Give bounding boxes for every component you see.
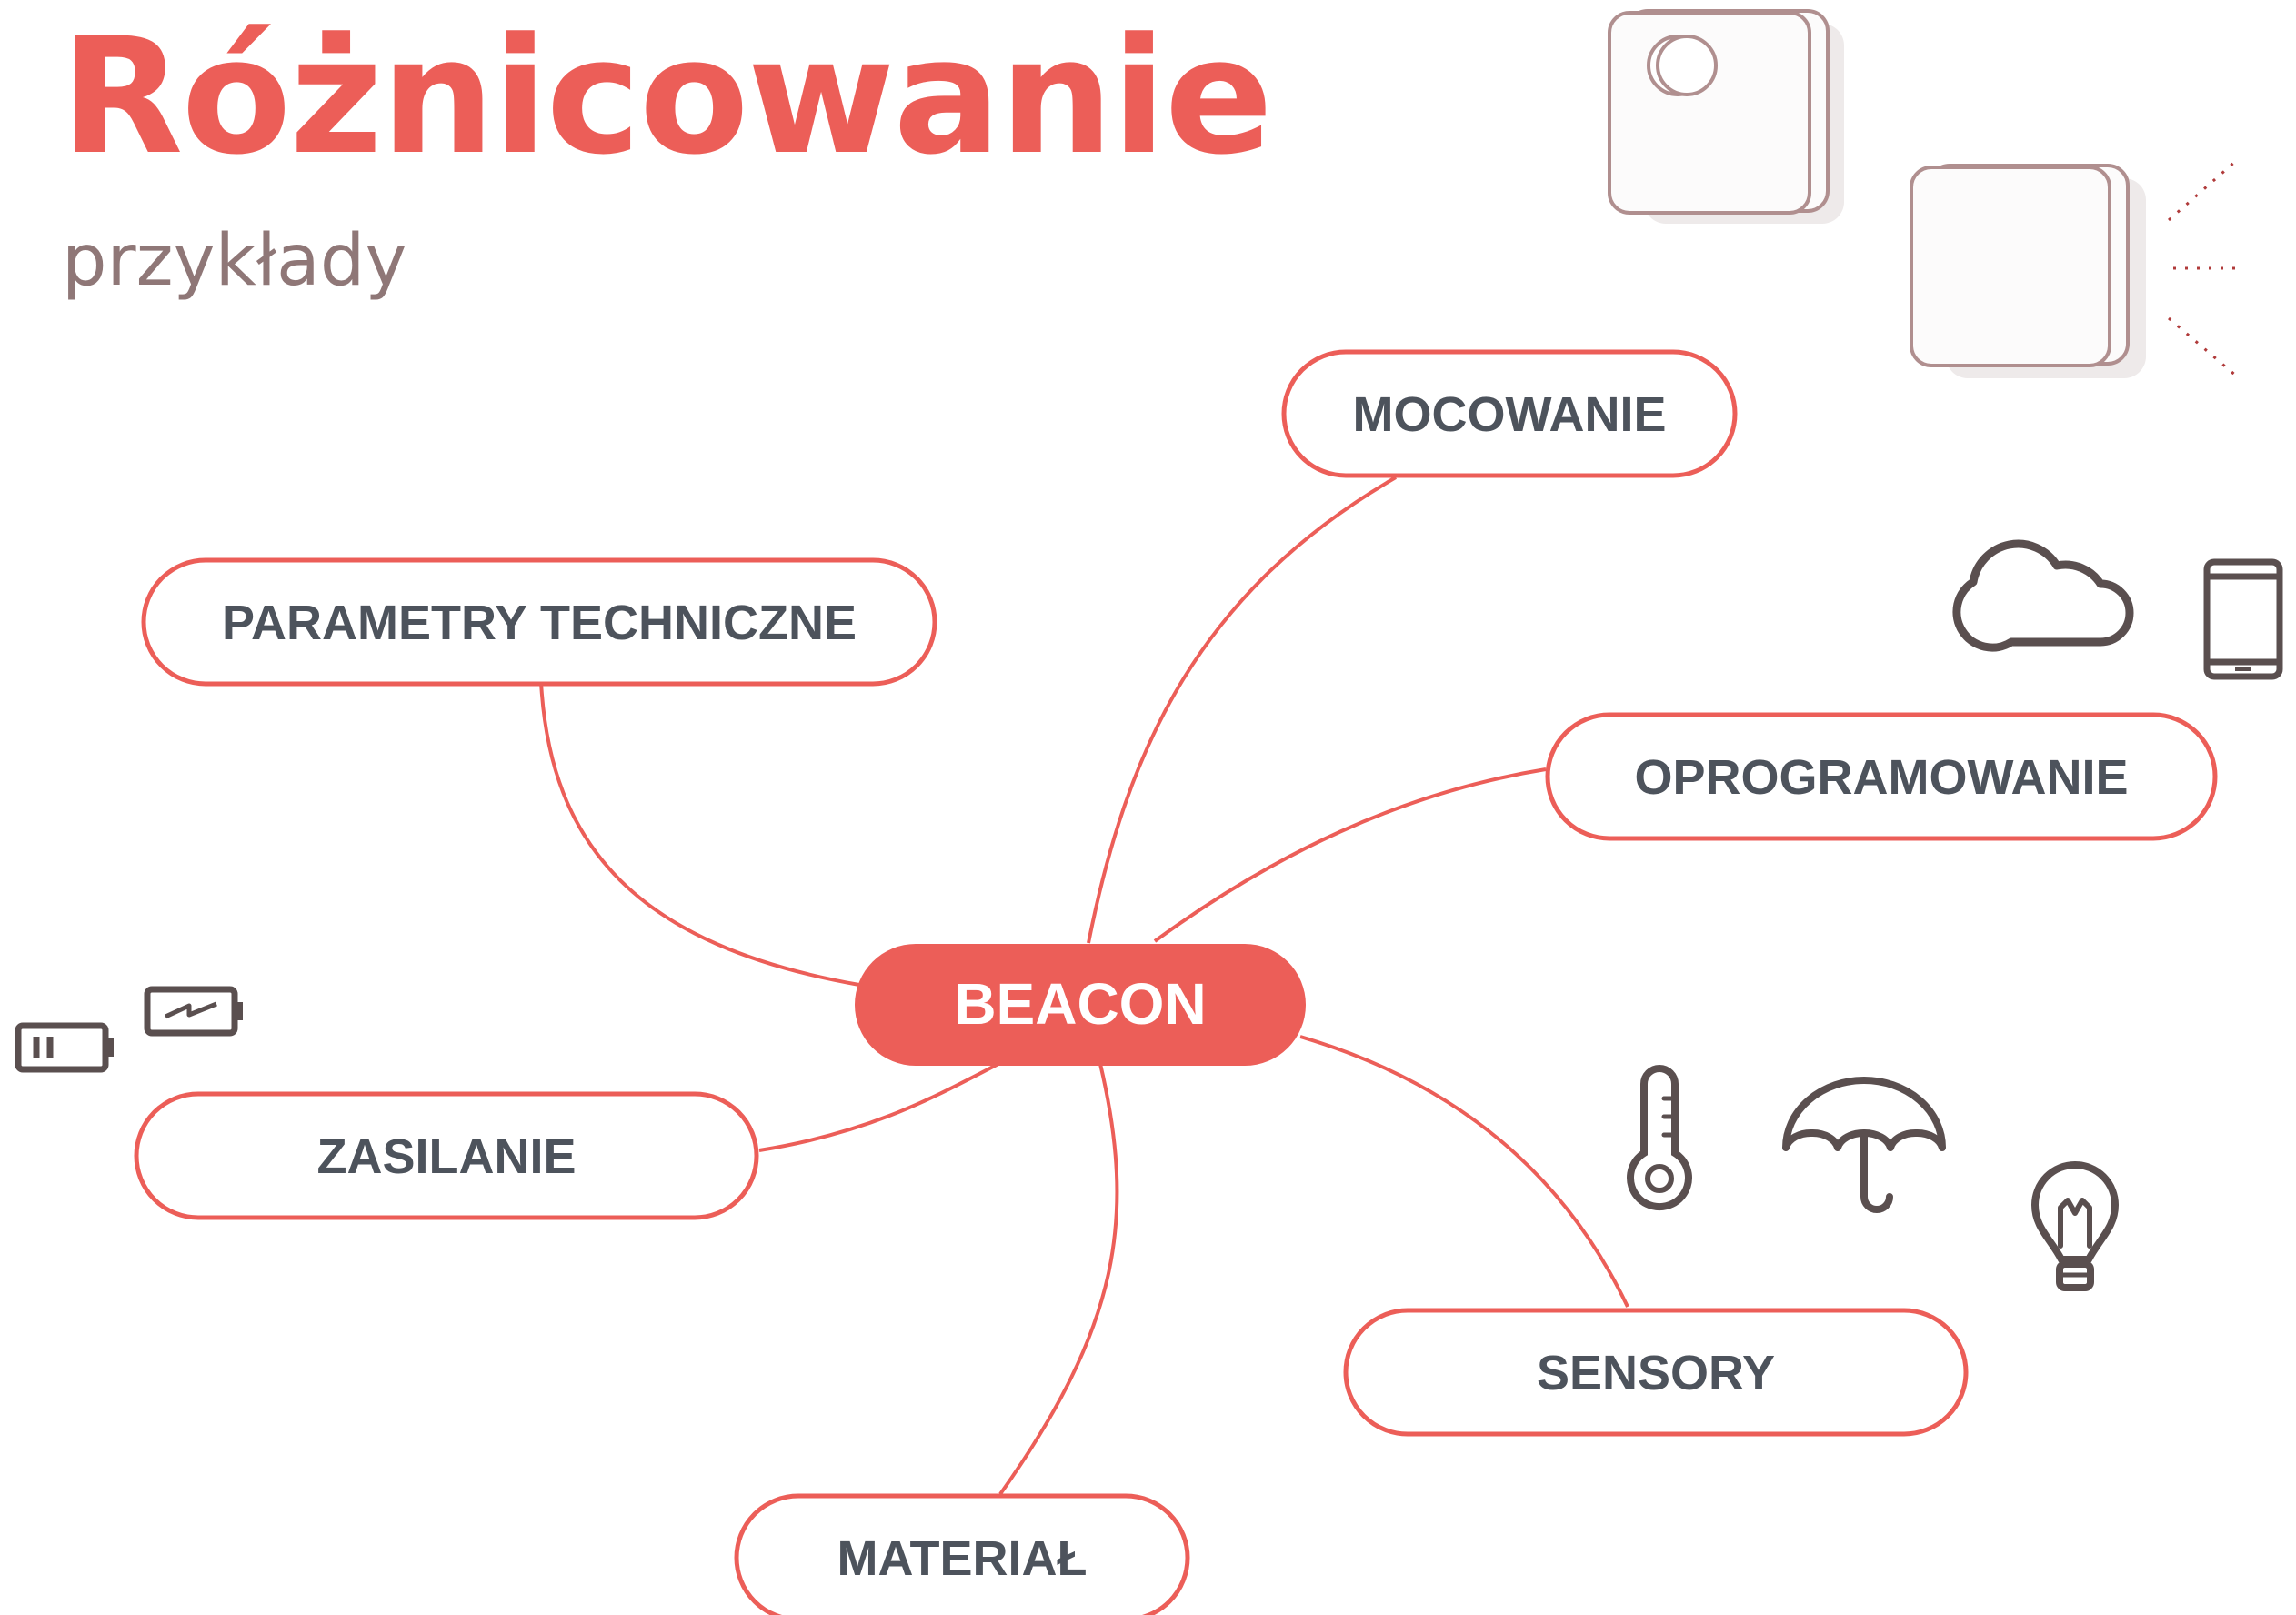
battery-charging-icon xyxy=(144,986,243,1037)
node-sensory-label: SENSORY xyxy=(1537,1346,1775,1400)
lightbulb-icon xyxy=(2031,1161,2119,1291)
node-zasilanie[interactable]: ZASILANIE xyxy=(134,1091,759,1220)
node-zasilanie-label: ZASILANIE xyxy=(316,1129,576,1184)
node-oprogramowanie-label: OPROGRAMOWANIE xyxy=(1634,750,2128,805)
battery-low-icon xyxy=(15,1022,114,1073)
center-node-beacon[interactable]: BEACON xyxy=(855,944,1306,1066)
smartphone-icon xyxy=(2203,558,2283,680)
beacon-signal-icon xyxy=(1910,158,2238,378)
connector-zasilanie xyxy=(758,1062,999,1152)
center-node-label: BEACON xyxy=(954,971,1206,1037)
connector-material xyxy=(998,1063,1119,1496)
umbrella-icon xyxy=(1782,1077,1946,1213)
node-mocowanie-label: MOCOWANIE xyxy=(1353,387,1667,442)
connector-mocowanie xyxy=(1087,476,1398,944)
connectors xyxy=(539,476,1629,1496)
node-sensory[interactable]: SENSORY xyxy=(1343,1308,1969,1437)
connector-parametry xyxy=(539,681,860,987)
node-material-label: MATERIAŁ xyxy=(837,1531,1088,1586)
page-title: Różnicowanie xyxy=(60,4,1273,190)
connector-sensory xyxy=(1299,1035,1629,1308)
page-subtitle: przykłady xyxy=(62,220,407,302)
node-mocowanie[interactable]: MOCOWANIE xyxy=(1281,349,1738,478)
node-material[interactable]: MATERIAŁ xyxy=(734,1493,1190,1615)
node-parametry-label: PARAMETRY TECHNICZNE xyxy=(222,596,857,650)
cloud-icon xyxy=(1952,539,2134,652)
node-oprogramowanie[interactable]: OPROGRAMOWANIE xyxy=(1545,712,2218,841)
connector-oprogramowanie xyxy=(1153,767,1547,943)
beacon-device-icon xyxy=(1608,9,1844,224)
thermometer-icon xyxy=(1627,1065,1692,1211)
node-parametry-techniczne[interactable]: PARAMETRY TECHNICZNE xyxy=(141,557,937,687)
